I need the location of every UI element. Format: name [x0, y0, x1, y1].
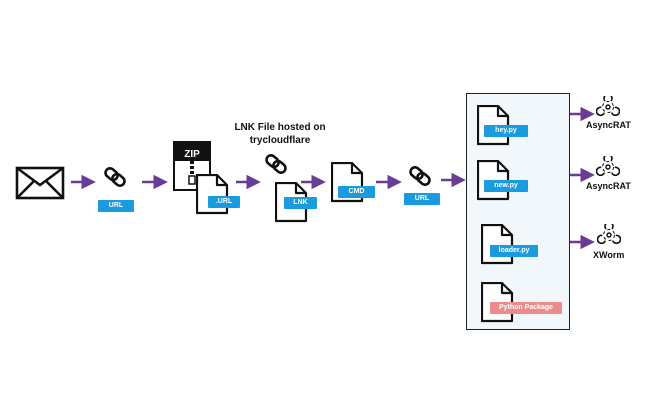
url-file-document-icon	[196, 174, 229, 215]
email-envelope-icon	[15, 166, 65, 200]
url-tag: URL	[404, 193, 440, 205]
loader-py-tag: loader.py	[490, 245, 538, 257]
biohazard-icon	[596, 96, 620, 118]
cmd-tag: CMD	[338, 186, 375, 198]
payload-label-asyncrat-2: AsyncRAT	[586, 181, 631, 191]
payload-label-asyncrat-1: AsyncRAT	[586, 120, 631, 130]
payload-label-xworm: XWorm	[593, 250, 625, 260]
link-icon	[407, 164, 433, 188]
zip-label: ZIP	[184, 149, 200, 160]
url-file-tag: .URL	[208, 196, 240, 208]
biohazard-icon	[596, 156, 620, 178]
lnk-title-line-1: LNK File hosted on	[234, 122, 326, 133]
url-tag: URL	[98, 200, 134, 212]
link-icon	[102, 165, 128, 189]
lnk-title-line-2: trycloudflare	[249, 135, 311, 146]
lnk-hosting-title: LNK File hosted on trycloudflare	[232, 121, 328, 147]
lnk-tag: LNK	[284, 197, 317, 209]
hey-py-tag: hey.py	[484, 125, 528, 137]
python-package-tag: Python Package	[490, 302, 562, 314]
new-py-tag: new.py	[484, 180, 528, 192]
biohazard-icon	[597, 224, 621, 246]
link-icon	[263, 152, 289, 176]
